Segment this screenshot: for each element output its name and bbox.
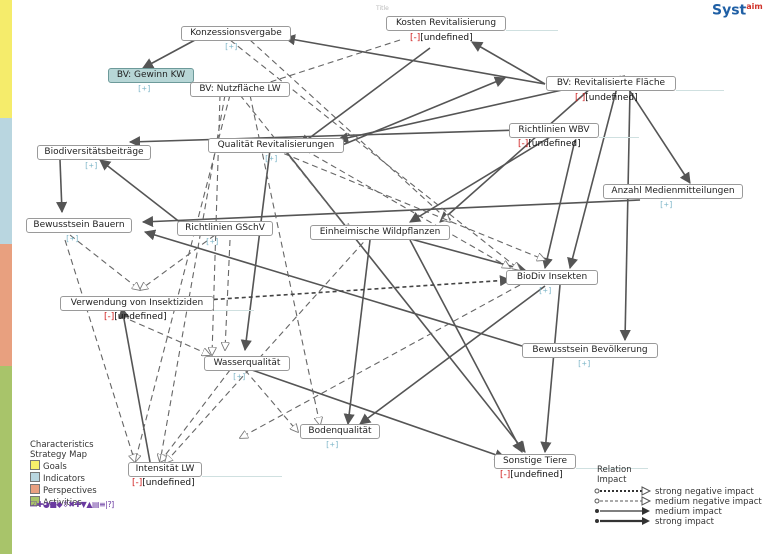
expand-wasser[interactable]: [+] [232,372,247,381]
edge [249,94,320,425]
expand-gewinn[interactable]: [+] [137,84,152,93]
undefined-intensitaet: [-][undefined] [132,478,195,488]
legend-medium: medium impact [655,507,722,517]
edge [439,79,601,223]
relation-legend-subtitle: Impact [597,475,627,485]
edge [251,369,507,460]
legend-item-perspectives: Perspectives [30,484,97,496]
edge [540,284,561,454]
edge [240,284,521,438]
edge [343,239,371,426]
edge [619,89,631,342]
edge [64,239,135,462]
node-richtlinien-wbv[interactable]: Richtlinien WBV [509,123,599,138]
expand-qualrev[interactable]: [+] [264,154,279,163]
relation-legend: Relation Impact [597,465,632,485]
expand-boden[interactable]: [+] [325,440,340,449]
characteristics-legend: Characteristics Strategy Map Goals Indic… [30,440,97,508]
edge [69,234,140,290]
node-kosten-revitalisierung[interactable]: Kosten Revitalisierung [386,16,506,31]
expand-bewbevoelk[interactable]: [+] [577,359,592,368]
legend-strong-negative: strong negative impact [655,487,754,497]
edge [299,47,431,146]
node-bv-revitalisierte-flaeche[interactable]: BV: Revitalisierte Fläche [546,76,676,91]
expand-konzessionsvergabe[interactable]: [+] [224,42,239,51]
edge [334,76,507,149]
undefined-verwendung: [-][undefined] [104,312,167,322]
node-intensitaet-lw[interactable]: Intensität LW [128,462,202,477]
node-bodenqualitaet[interactable]: Bodenqualität [300,424,380,439]
edge [409,239,523,453]
edge [274,149,545,260]
relation-legend-title: Relation [597,465,632,475]
indicators-band [0,118,12,244]
edge [142,39,196,69]
edge [229,39,520,270]
node-biodiversitaetsbeitraege[interactable]: Biodiversitätsbeiträge [37,145,151,160]
undefined-sonstige: [-][undefined] [500,470,563,480]
expand-anzahl[interactable]: [+] [659,200,674,209]
node-richtlinien-gschv[interactable]: Richtlinien GSchV [177,221,273,236]
node-verwendung-insektiziden[interactable]: Verwendung von Insektiziden [60,296,214,311]
node-einheimische-wildpflanzen[interactable]: Einheimische Wildpflanzen [310,225,450,240]
edge [160,94,226,462]
undefined-revflaeche: [-][undefined] [575,93,638,103]
edge [141,199,641,228]
edge [471,41,546,85]
edge [129,319,210,355]
edge [409,133,556,223]
expand-bewbauern[interactable]: [+] [65,234,80,243]
edge [99,159,191,231]
goals-band [0,0,12,118]
expand-biodivins[interactable]: [+] [538,286,553,295]
edge [619,75,691,184]
edge [304,149,510,268]
edge [160,369,231,462]
expand-biodivbeitrag[interactable]: [+] [84,161,99,170]
edge [128,129,521,148]
edge [56,159,68,214]
node-biodiv-insekten[interactable]: BioDiv Insekten [506,270,598,285]
expand-richtgschv[interactable]: [+] [205,237,220,246]
edge [225,239,231,350]
node-konzessionsvergabe[interactable]: Konzessionsvergabe [181,26,291,41]
legend-item-goals: Goals [30,460,97,472]
node-bewusstsein-bauern[interactable]: Bewusstsein Bauern [26,218,132,233]
legend-item-activities: Activities [30,496,97,508]
edge [567,75,621,270]
node-sonstige-tiere[interactable]: Sonstige Tiere [494,454,576,469]
perspectives-band [0,244,12,366]
map-title: Title [376,5,389,12]
edge [165,234,371,463]
node-bewusstsein-bevoelkerung[interactable]: Bewusstsein Bevölkerung [522,343,658,358]
edge [283,34,546,85]
node-qualitaet-revitalisierungen[interactable]: Qualität Revitalisierungen [208,138,344,153]
node-anzahl-medienmitteilungen[interactable]: Anzahl Medienmitteilungen [603,184,743,199]
node-bv-gewinn-kw[interactable]: BV: Gewinn KW [108,68,194,83]
systaim-logo: Systaim [712,2,763,19]
legend-subtitle: Strategy Map [30,450,88,460]
edge [244,369,298,432]
edge [143,229,523,347]
edge [541,139,576,270]
legend-medium-negative: medium negative impact [655,497,762,507]
toolbar-icons[interactable]: ☑✚◕■◆⇳✖✚▼▲▤≡|?] [30,500,114,509]
legend-strong: strong impact [655,517,715,527]
node-bv-nutzflaeche-lw[interactable]: BV: Nutzfläche LW [190,82,290,97]
legend-title: Characteristics [30,440,94,450]
undefined-richtwbv: [-][undefined] [518,139,581,149]
edge [284,149,526,453]
edge [249,39,450,222]
edge [140,234,216,290]
node-wasserqualitaet[interactable]: Wasserqualität [204,356,290,371]
relation-legend-lines [594,486,652,525]
undefined-kosten: [-][undefined] [410,33,473,43]
legend-item-indicators: Indicators [30,472,97,484]
edge [359,285,546,425]
edge [118,306,151,463]
edge [240,149,271,352]
activities-band [0,366,12,554]
